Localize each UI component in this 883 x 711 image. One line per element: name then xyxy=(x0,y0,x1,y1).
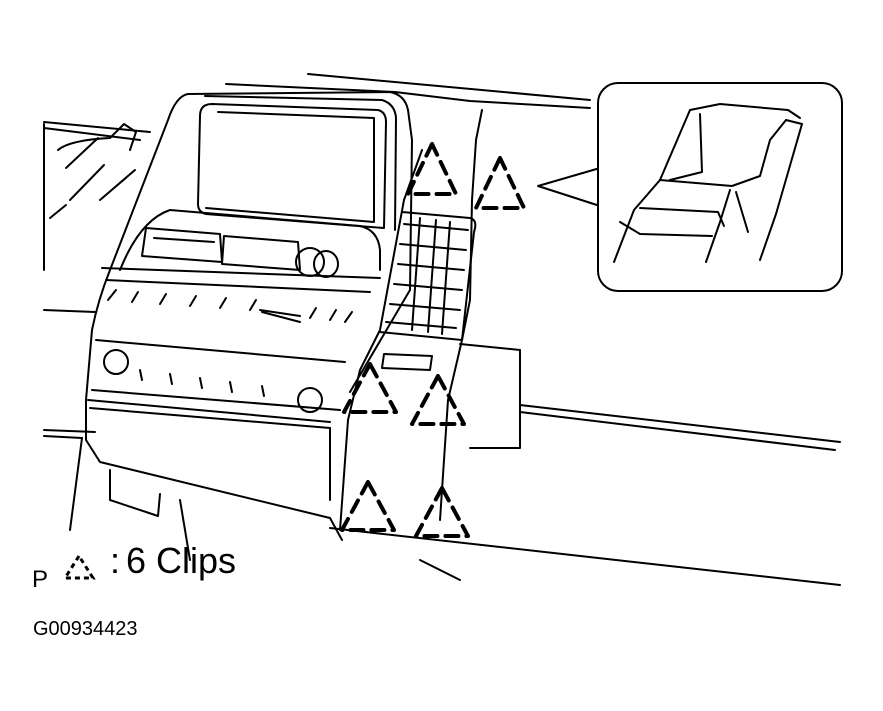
air-vent xyxy=(379,211,477,371)
control-knobs xyxy=(103,349,323,413)
clip-count-label: 6 Clips xyxy=(126,540,237,581)
legend-separator: : xyxy=(110,540,121,581)
clip-marker-6 xyxy=(414,486,470,538)
clip-marker-1 xyxy=(406,142,458,196)
display-screen xyxy=(197,103,387,229)
clip-markers xyxy=(340,142,526,538)
legend-prefix: P xyxy=(32,566,49,593)
clip-detail-callout xyxy=(537,82,843,292)
dashed-triangle-icon xyxy=(62,554,96,580)
clip-marker-5 xyxy=(340,480,396,532)
clip-marker-2 xyxy=(474,156,526,210)
screen-buttons xyxy=(141,227,339,278)
clip-marker-4 xyxy=(410,374,466,426)
audio-button-row xyxy=(107,289,353,323)
figure-code: G00934423 xyxy=(33,618,138,640)
center-console-panel xyxy=(85,91,413,541)
clip-marker-3 xyxy=(342,362,398,414)
